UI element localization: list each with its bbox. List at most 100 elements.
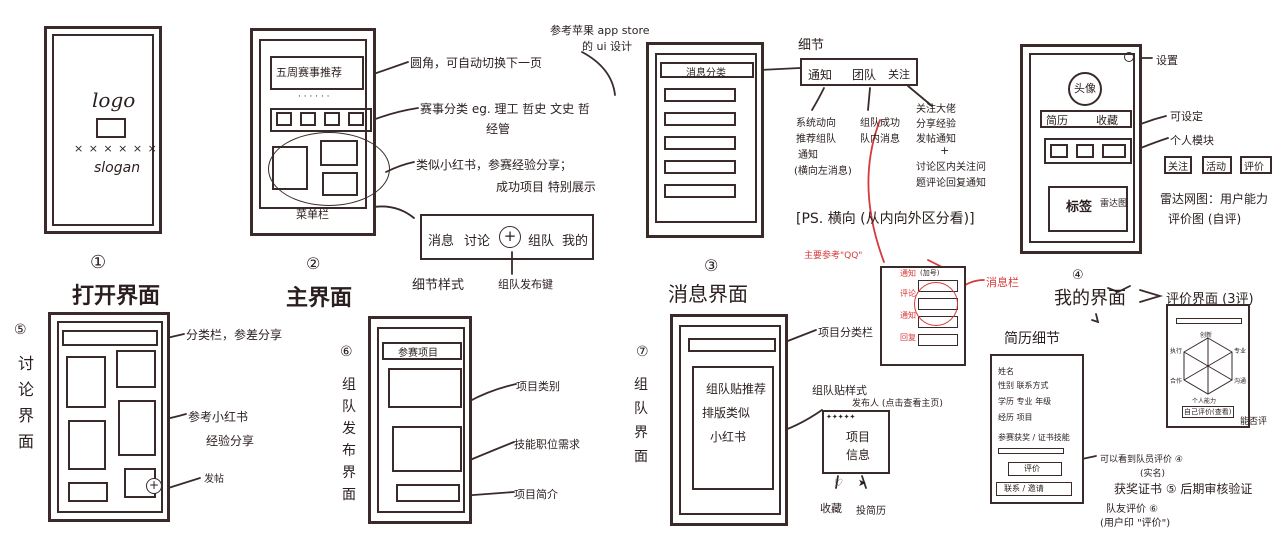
publish-skill-box [392,426,462,472]
msg-row-5 [664,184,736,198]
discuss-top-bar [62,330,158,346]
publish-title-4: 界 [342,465,356,481]
arrow-top-note [581,51,616,96]
publish-title-5: 面 [342,487,356,503]
msg-row-1 [664,88,736,102]
me-tabs-row [1040,110,1132,128]
eval-axis-0: 创新 [1200,332,1213,339]
team-send: 投简历 [856,506,886,517]
detail-c3-1: 分享经验 [916,119,956,130]
heart-icon[interactable]: ♡ [834,478,843,489]
main-cat-4 [348,112,364,126]
discuss-card-1 [66,356,106,408]
radar-note-2: 评价图 (自评) [1168,212,1242,226]
main-banner-dots: · · · · · · [298,92,330,102]
eval-axis-1: 专业 [1234,348,1247,355]
discuss-post-note: 发帖 [204,474,224,485]
eval-btn[interactable] [1182,406,1234,418]
chip-activity[interactable] [1202,156,1232,174]
team-card[interactable] [822,410,890,474]
resume-note-3: 队友评价 ⑥ [1106,504,1159,515]
msg-number: ③ [704,256,719,275]
discuss-title-2: 界 [18,406,35,425]
publish-intro-box [396,484,460,502]
discuss-screen-inner [57,321,163,513]
team-top-bar [688,338,776,352]
team-body-box [692,366,774,490]
team-body-1: 排版类似 [702,406,751,420]
me-tab-resume[interactable]: 简历 [1046,114,1068,127]
main-screen-inner [259,39,367,209]
detail-c1-3: (横向左消息) [794,166,852,177]
mini-side-0: 通知 [900,269,916,278]
tab-mine[interactable]: 我的 [562,234,589,249]
mini-msg-row-4 [918,334,958,346]
resume-contact-btn[interactable] [996,482,1072,496]
resume-contact-btn-text: 联系 / 邀请 [1004,484,1044,493]
me-tab-favorites[interactable]: 收藏 [1096,114,1118,127]
discuss-note-mid1: 参考小红书 [188,410,249,424]
send-icon[interactable]: ➤ [858,478,867,489]
publish-top-bar [382,342,462,360]
eval-slider[interactable] [1176,318,1242,324]
plus-button[interactable]: + [499,226,521,248]
main-ann3a: 类似小红书，参赛经验分享； [416,158,573,172]
resume-eval-btn[interactable] [1008,462,1062,476]
resume-note-1: 可以看到队员评价 ④ [1100,455,1183,465]
main-ann2a: 赛事分类 eg. 理工 哲史 文史 哲 [420,102,590,116]
detail-label: 细节 [798,38,825,53]
team-body-0: 组队贴推荐 [706,382,767,396]
main-category-row [270,108,372,132]
chip-follow[interactable] [1164,156,1192,174]
team-stars: ✦✦✦✦✦ [826,413,856,421]
detail-c3-0: 关注大佬 [916,104,956,115]
tab-messages[interactable]: 消息 [428,234,455,249]
resume-row-1: 性别 联系方式 [998,381,1049,390]
publish-number: ⑥ [340,344,353,360]
me-title: 我的界面 [1054,288,1126,309]
post-plus-button[interactable]: + [146,478,162,494]
chip-follow-text: 关注 [1168,162,1188,173]
open-title: 打开界面 [72,284,161,309]
chip-eval-text: 评价 [1244,162,1264,173]
main-cat-1 [276,112,292,126]
resume-screen-phone [990,354,1084,504]
radar-note-1: 雷达网图：用户能力 [1160,192,1269,206]
eval-axis-4: 执行 [1170,348,1183,355]
resume-row-0: 姓名 [998,367,1014,376]
resume-line [998,448,1064,454]
me-plate-2 [1076,144,1094,158]
tab-team[interactable]: 组队 [528,234,555,249]
detail-plus: + [940,144,950,157]
discuss-card-4 [118,400,156,456]
team-card-1: 信息 [846,448,871,462]
top-note-2: 的 ui 设计 [582,40,633,53]
publish-top-bar-text: 参赛项目 [398,348,438,359]
team-fav: 收藏 [820,502,842,515]
me-radar-text: 雷达图 [1100,199,1128,209]
gear-icon[interactable] [1124,52,1134,62]
tab-discuss[interactable]: 讨论 [464,234,491,249]
detail-red-note: 主要参考"QQ" [804,251,863,261]
msg-screen-inner [655,53,757,223]
publish-note-1: 项目类别 [516,380,560,393]
msg-row-3 [664,136,736,150]
slogan-text: slogan [94,160,141,176]
eval-btn-note: 能否评 [1240,417,1268,427]
me-tag-box[interactable] [1048,186,1128,232]
team-title-3: 面 [634,449,648,465]
top-note-1: 参考苹果 app store [550,24,650,37]
team-number: ⑦ [636,344,649,360]
resume-row-4: 参赛获奖 / 证书技能 [998,433,1070,442]
main-banner [270,56,364,90]
team-publisher: 发布人 (点击查看主页) [852,399,943,409]
publish-title-3: 布 [342,443,356,459]
me-plate-3 [1102,144,1126,158]
logo-box [96,118,126,138]
discuss-title-3: 面 [18,432,35,451]
resume-row-2: 学历 专业 年级 [998,397,1052,406]
detail-c1-2: 通知 [798,150,818,161]
chip-eval[interactable] [1240,156,1272,174]
detail-c2-1: 队内消息 [860,134,900,145]
